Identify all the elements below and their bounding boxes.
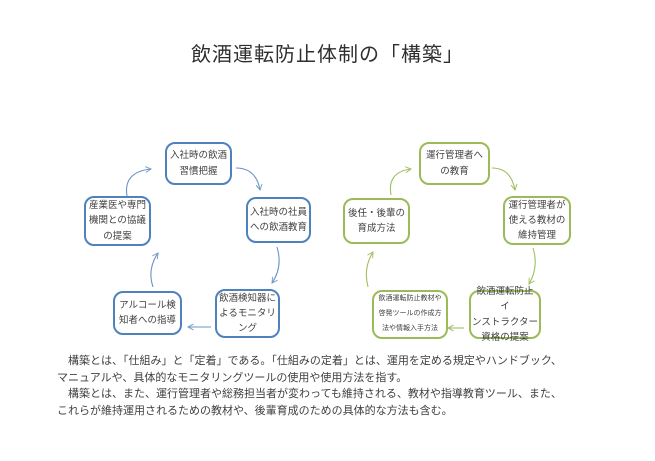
node-materials-creation-methods: 飲酒運転防止教材や 啓発ツールの作成方 法や情報入手方法 bbox=[372, 290, 448, 339]
arrow-right-5-to-1 bbox=[389, 166, 413, 196]
arrow-left-5-to-1 bbox=[125, 166, 153, 197]
node-physician-consultation-proposal: 産業医や専門 機関との協議 の提案 bbox=[84, 196, 151, 246]
node-breathalyzer-monitoring: 飲酒検知器に よるモニタリ ング bbox=[215, 289, 280, 338]
arrow-right-1-to-2 bbox=[491, 167, 518, 192]
arrow-right-2-to-3 bbox=[528, 247, 536, 285]
node-intake-drinking-habits: 入社時の飲酒 習慣把握 bbox=[165, 142, 232, 185]
node-new-employee-alcohol-education: 入社時の社員 への飲酒教育 bbox=[246, 197, 311, 243]
node-instructor-qualification-proposal: 飲酒運転防止イ ンストラクター 資格の提案 bbox=[469, 286, 541, 343]
description-text: 構築とは、「仕組み」と「定着」である。「仕組みの定着」とは、運用を定める規定やハ… bbox=[57, 355, 562, 418]
arrow-left-2-to-3 bbox=[271, 246, 280, 284]
node-successor-development: 後任・後輩の 育成方法 bbox=[343, 198, 410, 244]
node-alcohol-detected-guidance: アルコール検 知者への指導 bbox=[113, 291, 182, 335]
node-manager-materials-maintenance: 運行管理者が 使える教材の 維持管理 bbox=[503, 196, 571, 245]
arrow-left-1-to-2 bbox=[235, 167, 263, 192]
arrow-left-4-to-5 bbox=[150, 252, 159, 288]
node-operation-manager-education: 運行管理者へ の教育 bbox=[419, 142, 490, 185]
slide-title: 飲酒運転防止体制の「構築」 bbox=[191, 44, 464, 66]
arrow-right-4-to-5 bbox=[365, 251, 374, 288]
